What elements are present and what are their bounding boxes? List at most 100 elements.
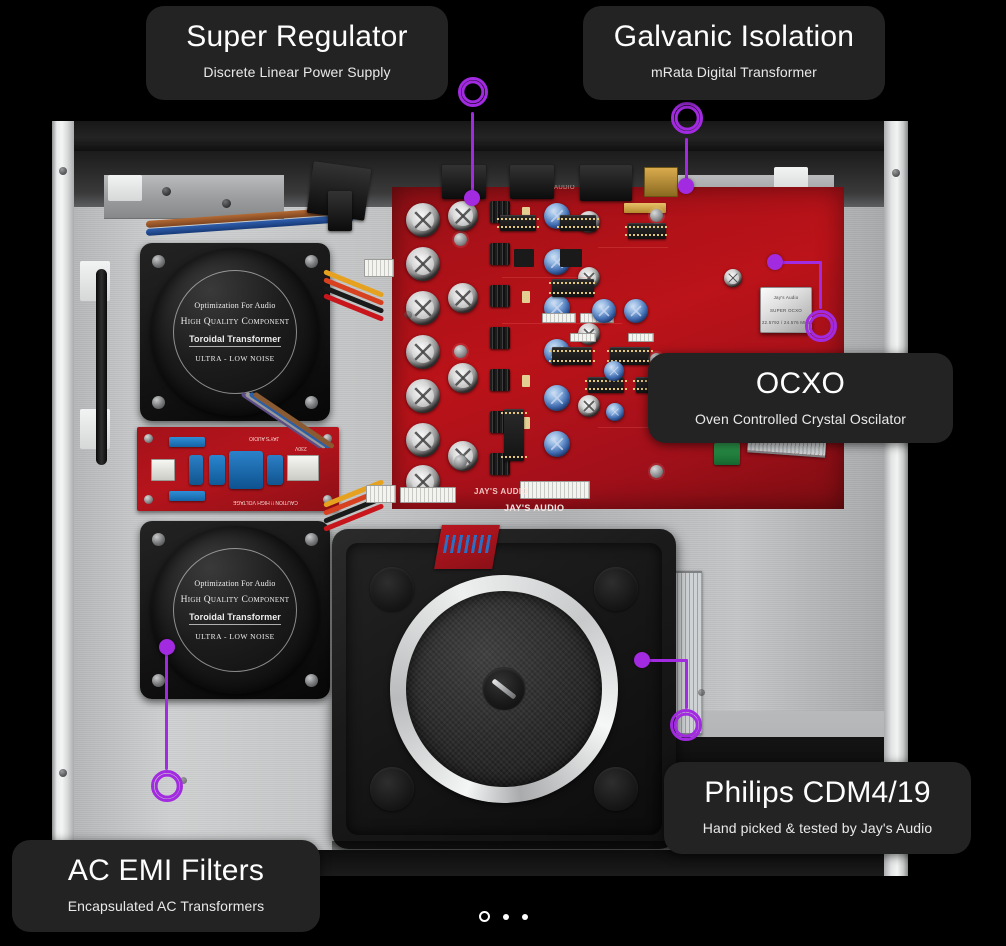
callout-subtitle: Hand picked & tested by Jay's Audio [702, 819, 933, 836]
emi-x-capacitor [209, 455, 225, 485]
callout-subtitle: Oven Controlled Crystal Oscilator [694, 410, 907, 427]
callout-card-super-regulator[interactable]: Super Regulator Discrete Linear Power Su… [146, 6, 448, 100]
bracket-hole [162, 187, 171, 196]
transformer-label-line4: ULTRA - LOW NOISE [195, 632, 275, 641]
smd-component [522, 207, 530, 219]
callout-title: OCXO [755, 367, 846, 400]
chassis-vent-hole [404, 311, 412, 319]
pcb-screw [454, 345, 467, 358]
marker-ring[interactable] [805, 310, 837, 342]
carousel-pagination [0, 911, 1006, 922]
transformer-core: Optimization For Audio High Quality Comp… [151, 248, 319, 416]
electrolytic-capacitor [406, 423, 440, 457]
transformer-label-line2: High Quality Component [180, 595, 290, 605]
logic-ic [549, 347, 595, 365]
dip-ic [501, 409, 527, 461]
marker-ring[interactable] [671, 102, 703, 134]
callout-title: Galvanic Isolation [613, 20, 855, 53]
callout-card-ac-emi-filters[interactable]: AC EMI Filters Encapsulated AC Transform… [12, 840, 320, 932]
transformer-label-line4: ULTRA - LOW NOISE [195, 354, 275, 363]
transformer-screw [305, 533, 318, 546]
chassis-screw [59, 167, 67, 175]
ac-mains-cable [96, 269, 107, 465]
rca-output-jack [510, 165, 554, 199]
voltage-regulator [490, 369, 510, 391]
marker-connector-line [685, 659, 688, 709]
chassis-top-bar [74, 121, 884, 151]
carousel-dot-2[interactable] [502, 913, 509, 920]
electrolytic-capacitor [406, 379, 440, 413]
voltage-regulator [490, 327, 510, 349]
logic-ic [549, 279, 597, 297]
transformer-screw [152, 396, 165, 409]
transformer-screw [305, 255, 318, 268]
pcb-screw [454, 233, 467, 246]
transformer-screw [305, 674, 318, 687]
transport-shadow [332, 841, 676, 850]
digital-isolator-ic [497, 215, 539, 231]
marker-ring[interactable] [151, 770, 183, 802]
callout-subtitle: Encapsulated AC Transformers [67, 897, 265, 914]
transport-damper [594, 567, 638, 611]
transformer-label-line3: Toroidal Transformer [189, 334, 281, 347]
pcb-brand-silkscreen-2: JAY'S AUDIO [504, 503, 565, 513]
smd-component [522, 417, 530, 429]
callout-card-philips-cdm[interactable]: Philips CDM4/19 Hand picked & tested by … [664, 762, 971, 854]
ac-emi-filter-board: JAY'S AUDIO CAUTION !! HIGH VOLTAGE 230V [137, 427, 339, 511]
marker-connector-line [819, 261, 822, 309]
transport-damper [370, 567, 414, 611]
film-capacitor [544, 385, 570, 411]
main-digital-pcb: Jay's Audio SUPER OCXO 22.5792 / 24.576 … [392, 165, 844, 509]
emi-resistor [169, 491, 205, 501]
insulator-block [108, 175, 142, 201]
film-capacitor [544, 431, 570, 457]
electrolytic-capacitor [406, 203, 440, 237]
callout-card-ocxo[interactable]: OCXO Oven Controlled Crystal Oscilator [648, 353, 953, 443]
emi-common-mode-choke [229, 451, 263, 489]
chassis-vent-hole [180, 777, 187, 784]
transformer-screw [305, 396, 318, 409]
electrolytic-capacitor [406, 247, 440, 281]
transformer-label-line1: Optimization For Audio [194, 301, 276, 310]
carousel-dot-3[interactable] [521, 913, 528, 920]
toroidal-transformer-lower: Optimization For Audio High Quality Comp… [140, 521, 330, 699]
emi-warning-silkscreen: CAUTION !! HIGH VOLTAGE [233, 499, 298, 505]
transformer-screw [152, 533, 165, 546]
board-screw [323, 495, 332, 504]
film-capacitor [606, 403, 624, 421]
marker-dot [634, 652, 650, 668]
marker-ring[interactable] [458, 77, 488, 107]
smd-component [522, 375, 530, 387]
marker-ring[interactable] [670, 709, 702, 741]
ocxo-module: Jay's Audio SUPER OCXO 22.5792 / 24.576 … [760, 287, 812, 333]
transformer-screw [152, 255, 165, 268]
marker-connector-line [685, 138, 688, 188]
power-connector [364, 259, 394, 277]
emi-capacitor [267, 455, 283, 485]
transport-spindle-hub [482, 667, 526, 711]
smd-component [522, 291, 530, 303]
smd-component [514, 249, 534, 267]
chassis-screw [59, 769, 67, 777]
emi-brand-silkscreen: JAY'S AUDIO [249, 435, 280, 441]
transport-damper [370, 767, 414, 811]
electrolytic-capacitor [448, 363, 478, 393]
toroidal-transformer-upper: Optimization For Audio High Quality Comp… [140, 243, 330, 421]
ffc-connector [520, 481, 590, 499]
marker-dot [767, 254, 783, 270]
electrolytic-capacitor [448, 283, 478, 313]
ocxo-model-text: SUPER OCXO [769, 308, 802, 313]
callout-card-galvanic-isolation[interactable]: Galvanic Isolation mRata Digital Transfo… [583, 6, 885, 100]
electrolytic-capacitor [448, 201, 478, 231]
carousel-dot-1-active[interactable] [478, 911, 490, 922]
transformer-screw [152, 674, 165, 687]
chassis-vent-hole [698, 689, 705, 696]
ac-output-terminal [287, 455, 319, 481]
pcb-screw [454, 455, 467, 468]
ffc-connector [400, 487, 456, 503]
voltage-regulator [490, 285, 510, 307]
bracket-hole [222, 199, 231, 208]
transformer-label: Optimization For Audio High Quality Comp… [173, 548, 297, 672]
callout-subtitle: Discrete Linear Power Supply [203, 63, 391, 80]
